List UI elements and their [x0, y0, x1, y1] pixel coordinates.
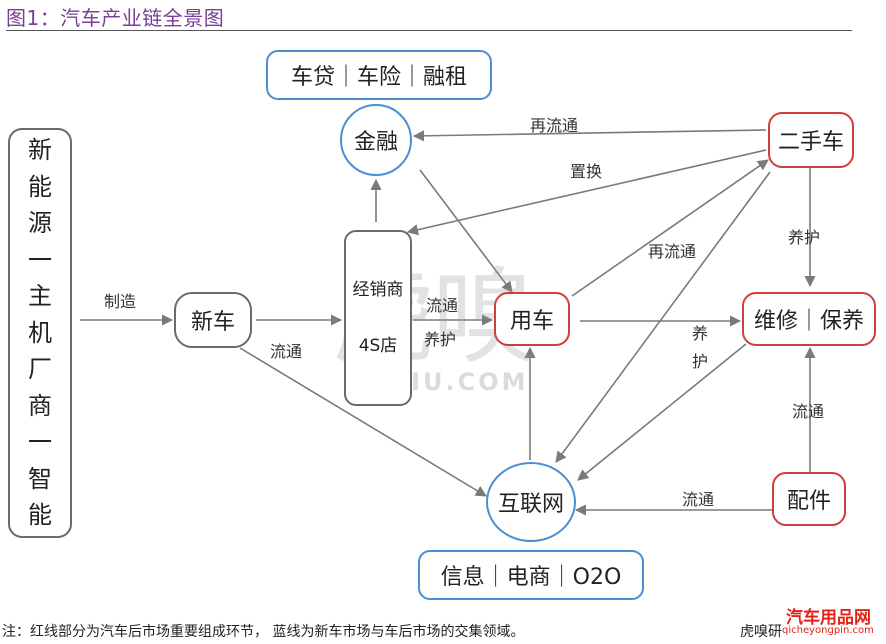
node-finance-services: 车贷｜车险｜融租 — [266, 50, 492, 100]
label-circulate-dealer: 流通 — [426, 296, 459, 315]
diagram-title: 图1：汽车产业链全景图 — [6, 6, 225, 30]
label-circulate-parts-internet: 流通 — [682, 490, 715, 509]
label-replace: 置换 — [570, 162, 603, 181]
edge-finance-to-carUse — [419, 169, 513, 293]
label-char: 护 — [692, 352, 709, 371]
node-internet-services: 信息｜电商｜O2O — [418, 550, 644, 600]
edge-usedcar-to-dealer — [406, 149, 767, 236]
oem-char: 能 — [28, 501, 52, 530]
oem-char: 厂 — [28, 355, 52, 384]
node-parts: 配件 — [772, 472, 846, 526]
oem-char: 源 — [28, 209, 52, 238]
node-used-car: 二手车 — [768, 112, 854, 168]
edge-newcar-to-internet — [239, 347, 487, 497]
site-url: qicheyongpin.com — [782, 625, 874, 636]
footnote: 注：红线部分为汽车后市场重要组成环节， 蓝线为新车市场与车后市场的交集领域。 — [2, 624, 525, 640]
label-manufacture: 制造 — [104, 292, 137, 311]
node-oem: 新 能 源 一 主 机 厂 商 一 智 能 — [8, 128, 72, 538]
label-recirculate-mid: 再流通 — [648, 242, 697, 261]
label-recirculate-top: 再流通 — [530, 116, 579, 135]
dealer-4s-label: 4S店 — [358, 336, 398, 356]
node-dealer: 经销商 4S店 — [344, 230, 412, 406]
label-circulate-newcar: 流通 — [270, 342, 303, 361]
edge-usedcar-to-finance — [412, 129, 767, 142]
label-maintain-repair: 养 护 — [692, 320, 708, 376]
node-repair-maintenance: 维修｜保养 — [742, 292, 876, 346]
label-char: 养 — [692, 324, 709, 343]
edge-carUse-to-usedcar — [571, 159, 769, 297]
node-finance: 金融 — [340, 104, 412, 176]
edge-repair-to-internet — [577, 343, 747, 481]
label-circulate-parts-repair: 流通 — [792, 402, 825, 421]
oem-char: 商 — [28, 391, 52, 420]
edge-usedcar-to-internet — [555, 171, 771, 463]
node-new-car: 新车 — [174, 292, 252, 348]
dealer-label: 经销商 — [352, 280, 404, 300]
label-maintain-used: 养护 — [788, 228, 821, 247]
source-credit: 虎嗅研 — [740, 624, 782, 640]
oem-char: 一 — [28, 245, 52, 274]
oem-char: 主 — [28, 282, 52, 311]
oem-char: 能 — [28, 172, 52, 201]
site-logo: 汽车用品网 — [786, 608, 871, 628]
oem-char: 一 — [28, 428, 52, 457]
node-internet: 互联网 — [486, 462, 576, 542]
node-car-use: 用车 — [494, 292, 570, 346]
oem-char: 新 — [28, 136, 52, 165]
oem-char: 机 — [28, 318, 52, 347]
label-maintain-dealer: 养护 — [424, 330, 457, 349]
oem-char: 智 — [28, 464, 52, 493]
title-divider — [6, 30, 852, 31]
